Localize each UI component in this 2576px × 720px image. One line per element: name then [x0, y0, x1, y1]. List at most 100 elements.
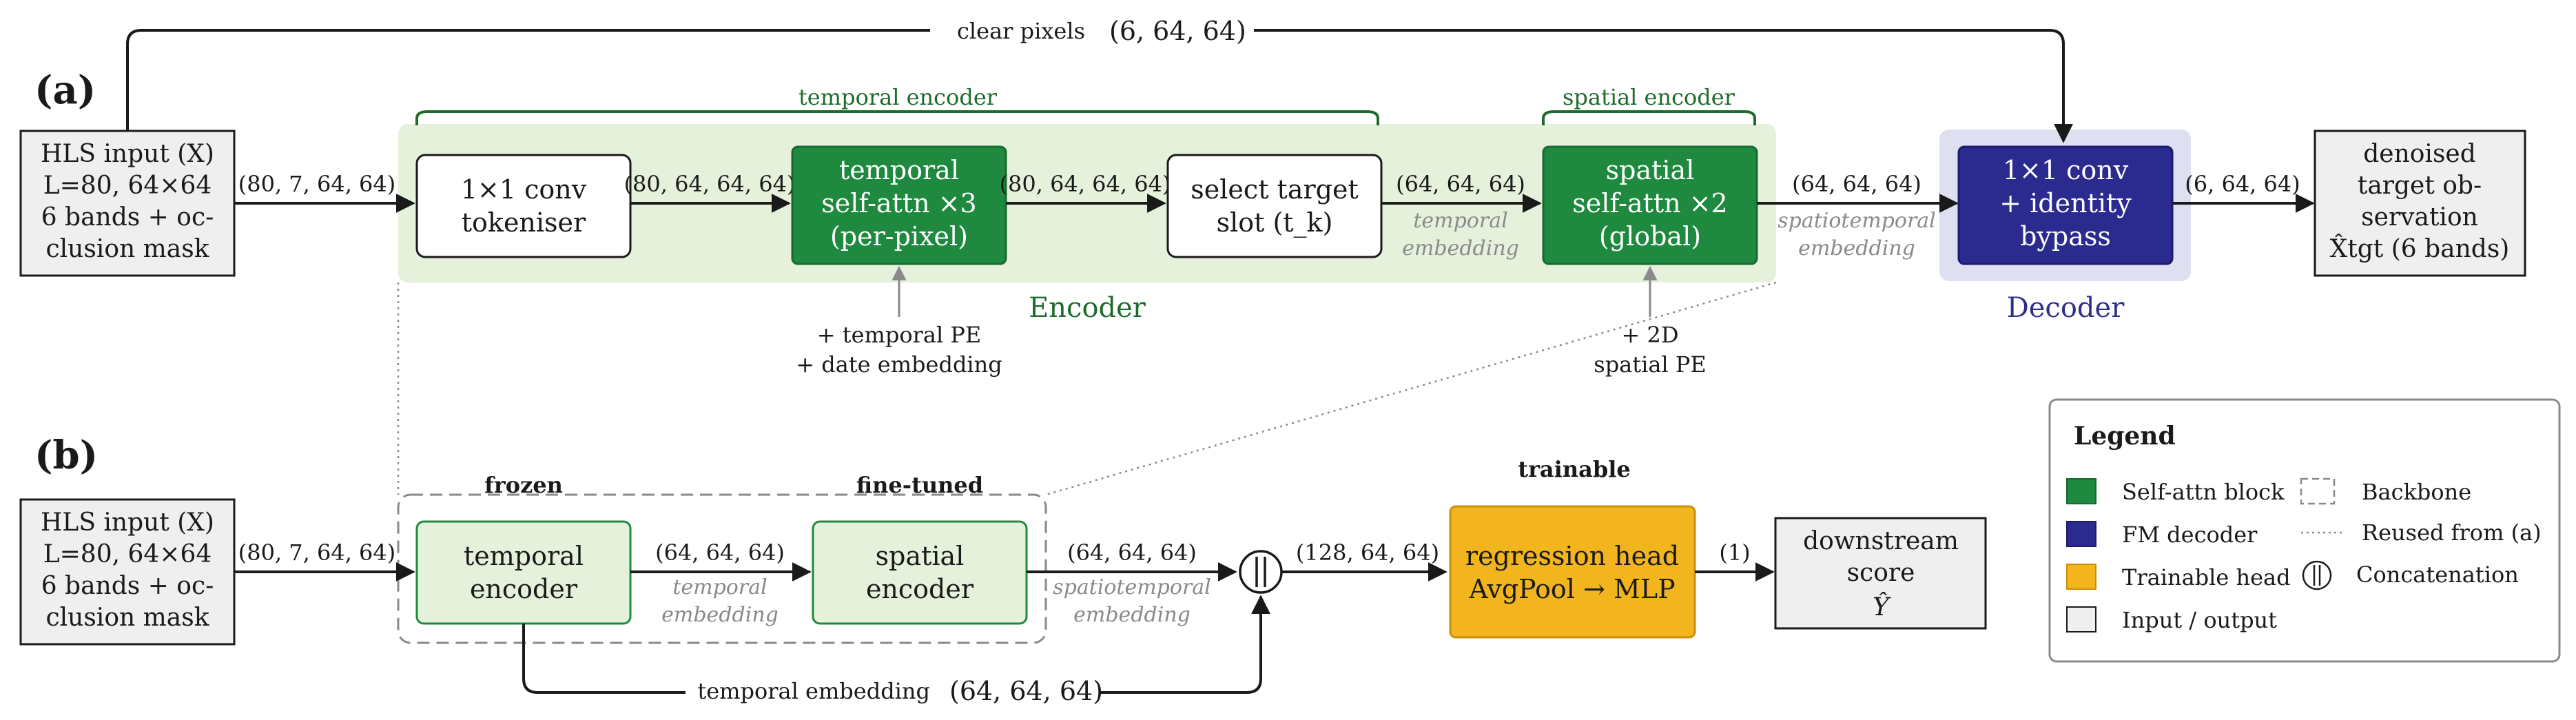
panel-b-output-line-3: Ŷ [1873, 593, 1891, 621]
head-shape: (1) [1719, 539, 1750, 566]
b-skip-shape: (64, 64, 64) [949, 676, 1103, 706]
regression-head-block [1449, 505, 1696, 639]
finetuned-label: fine-tuned [856, 472, 983, 498]
legend-orange-swatch [2066, 564, 2096, 590]
legend-item-self-attn: Self-attn block [2122, 479, 2285, 505]
panel-b-label: (b) [34, 433, 98, 478]
spatial-shape: (64, 64, 64) [1792, 171, 1921, 197]
spatial-attn-line-2: self-attn ×2 [1572, 188, 1727, 218]
spatial-caption-1: spatiotemporal [1778, 209, 1936, 233]
legend-dashed-swatch [2300, 477, 2336, 505]
panel-b-output-line-2: score [1847, 559, 1915, 587]
spatial-attn-block [1542, 145, 1758, 265]
legend-item-concatenation: Concatenation [2356, 562, 2519, 588]
panel-a-input-line-1: HLS input (X) [41, 140, 214, 168]
frozen-label: frozen [484, 472, 563, 498]
panel-a-input-box [19, 130, 236, 277]
legend-item-trainable-head: Trainable head [2122, 564, 2291, 590]
spatial-pe-line-1: + 2D [1622, 322, 1679, 348]
tokeniser-line-1: 1×1 conv [461, 174, 587, 205]
temporal-pe-line-1: + temporal PE [817, 322, 982, 348]
b-temporal-encoder-line-1: temporal [464, 541, 584, 571]
panel-a-output-line-2: target ob- [2358, 172, 2482, 200]
select-line-2: slot (t_k) [1217, 207, 1333, 238]
select-caption-1: temporal [1413, 209, 1507, 233]
tokeniser-line-2: tokeniser [462, 207, 586, 238]
spatial-caption-2: embedding [1798, 236, 1915, 260]
panel-a-input-line-2: L=80, 64×64 [43, 172, 212, 200]
legend-gray-swatch [2066, 606, 2096, 632]
select-target-box [1166, 154, 1383, 258]
panel-b-output-line-1: downstream [1803, 527, 1959, 555]
encoder-label: Encoder [1029, 292, 1146, 324]
b-temporal-encoder-line-2: encoder [470, 574, 578, 604]
select-shape: (64, 64, 64) [1396, 171, 1525, 197]
decoder-line-1: 1×1 conv [2003, 155, 2129, 185]
temporal-pe-line-2: + date embedding [796, 351, 1002, 378]
head-line-2: AvgPool → MLP [1468, 574, 1675, 604]
panel-b-input-shape: (80, 7, 64, 64) [238, 539, 396, 566]
panel-a-input-shape: (80, 7, 64, 64) [238, 171, 396, 197]
temporal-encoder-brace [415, 110, 1379, 125]
spatial-attn-line-1: spatial [1606, 155, 1695, 185]
head-line-1: regression head [1465, 541, 1679, 571]
decoder-line-3: bypass [2020, 221, 2111, 251]
legend-item-fm-decoder: FM decoder [2122, 522, 2258, 548]
b-spatial-encoder-line-2: encoder [866, 574, 974, 604]
legend-item-backbone: Backbone [2362, 479, 2471, 505]
panel-a-input-line-4: clusion mask [45, 235, 209, 263]
panel-b-input-line-3: 6 bands + oc- [41, 572, 214, 600]
temporal-encoder-label: temporal encoder [798, 84, 998, 110]
decoder-label: Decoder [2007, 292, 2125, 324]
b-temporal-shape: (64, 64, 64) [655, 539, 785, 566]
legend-box [2048, 398, 2561, 663]
b-spatial-encoder-line-1: spatial [876, 541, 965, 571]
spatial-encoder-label: spatial encoder [1563, 84, 1735, 110]
panel-b-input-line-2: L=80, 64×64 [43, 540, 212, 568]
temporal-attn-block [791, 145, 1007, 265]
temporal-attn-shape: (80, 64, 64, 64) [1000, 171, 1171, 197]
b-spatial-caption-1: spatiotemporal [1053, 575, 1211, 599]
trainable-label: trainable [1518, 456, 1630, 482]
legend-concat-icon [2302, 560, 2332, 590]
b-temporal-caption-2: embedding [661, 603, 779, 627]
b-temporal-encoder-box [415, 520, 632, 625]
temporal-attn-line-3: (per-pixel) [830, 221, 968, 251]
panel-a-input-line-3: 6 bands + oc- [41, 203, 214, 232]
panel-b-input-line-1: HLS input (X) [41, 508, 214, 537]
panel-a-label: (a) [34, 68, 96, 113]
clear-pixels-shape: (6, 64, 64) [1109, 16, 1246, 46]
concat-shape: (128, 64, 64) [1296, 539, 1439, 566]
decoder-line-2: + identity [1999, 188, 2132, 218]
reused-dotted-line-right [1045, 281, 1777, 496]
b-spatial-encoder-box [812, 520, 1028, 625]
spatial-attn-line-3: (global) [1599, 221, 1701, 251]
panel-a-output-box [2314, 130, 2526, 277]
select-caption-2: embedding [1402, 236, 1519, 260]
select-line-1: select target [1191, 174, 1358, 205]
temporal-attn-line-1: temporal [839, 155, 959, 185]
panel-b-input-line-4: clusion mask [45, 604, 209, 632]
tokeniser-shape: (80, 64, 64, 64) [624, 171, 796, 197]
temporal-attn-line-2: self-attn ×3 [821, 188, 976, 218]
b-spatial-shape: (64, 64, 64) [1067, 539, 1197, 566]
legend-title: Legend [2074, 422, 2176, 451]
decoder-block [1957, 145, 2174, 265]
panel-a-output-line-3: servation [2361, 203, 2478, 232]
clear-pixels-label: clear pixels [957, 18, 1085, 44]
legend-navy-swatch [2066, 521, 2096, 547]
decoder-shape: (6, 64, 64) [2185, 171, 2300, 197]
legend-green-swatch [2066, 478, 2096, 504]
legend-item-reused: Reused from (a) [2362, 520, 2542, 546]
panel-a-output-line-4: X̂tgt (6 bands) [2330, 234, 2510, 263]
b-spatial-caption-2: embedding [1073, 603, 1191, 627]
b-skip-label: temporal embedding [697, 678, 930, 704]
spatial-pe-line-2: spatial PE [1594, 351, 1706, 378]
tokeniser-box [415, 154, 632, 258]
concat-icon [1239, 550, 1283, 594]
legend-item-input-output: Input / output [2122, 607, 2277, 633]
panel-a-output-line-1: denoised [2363, 140, 2476, 168]
b-temporal-caption-1: temporal [672, 575, 767, 599]
